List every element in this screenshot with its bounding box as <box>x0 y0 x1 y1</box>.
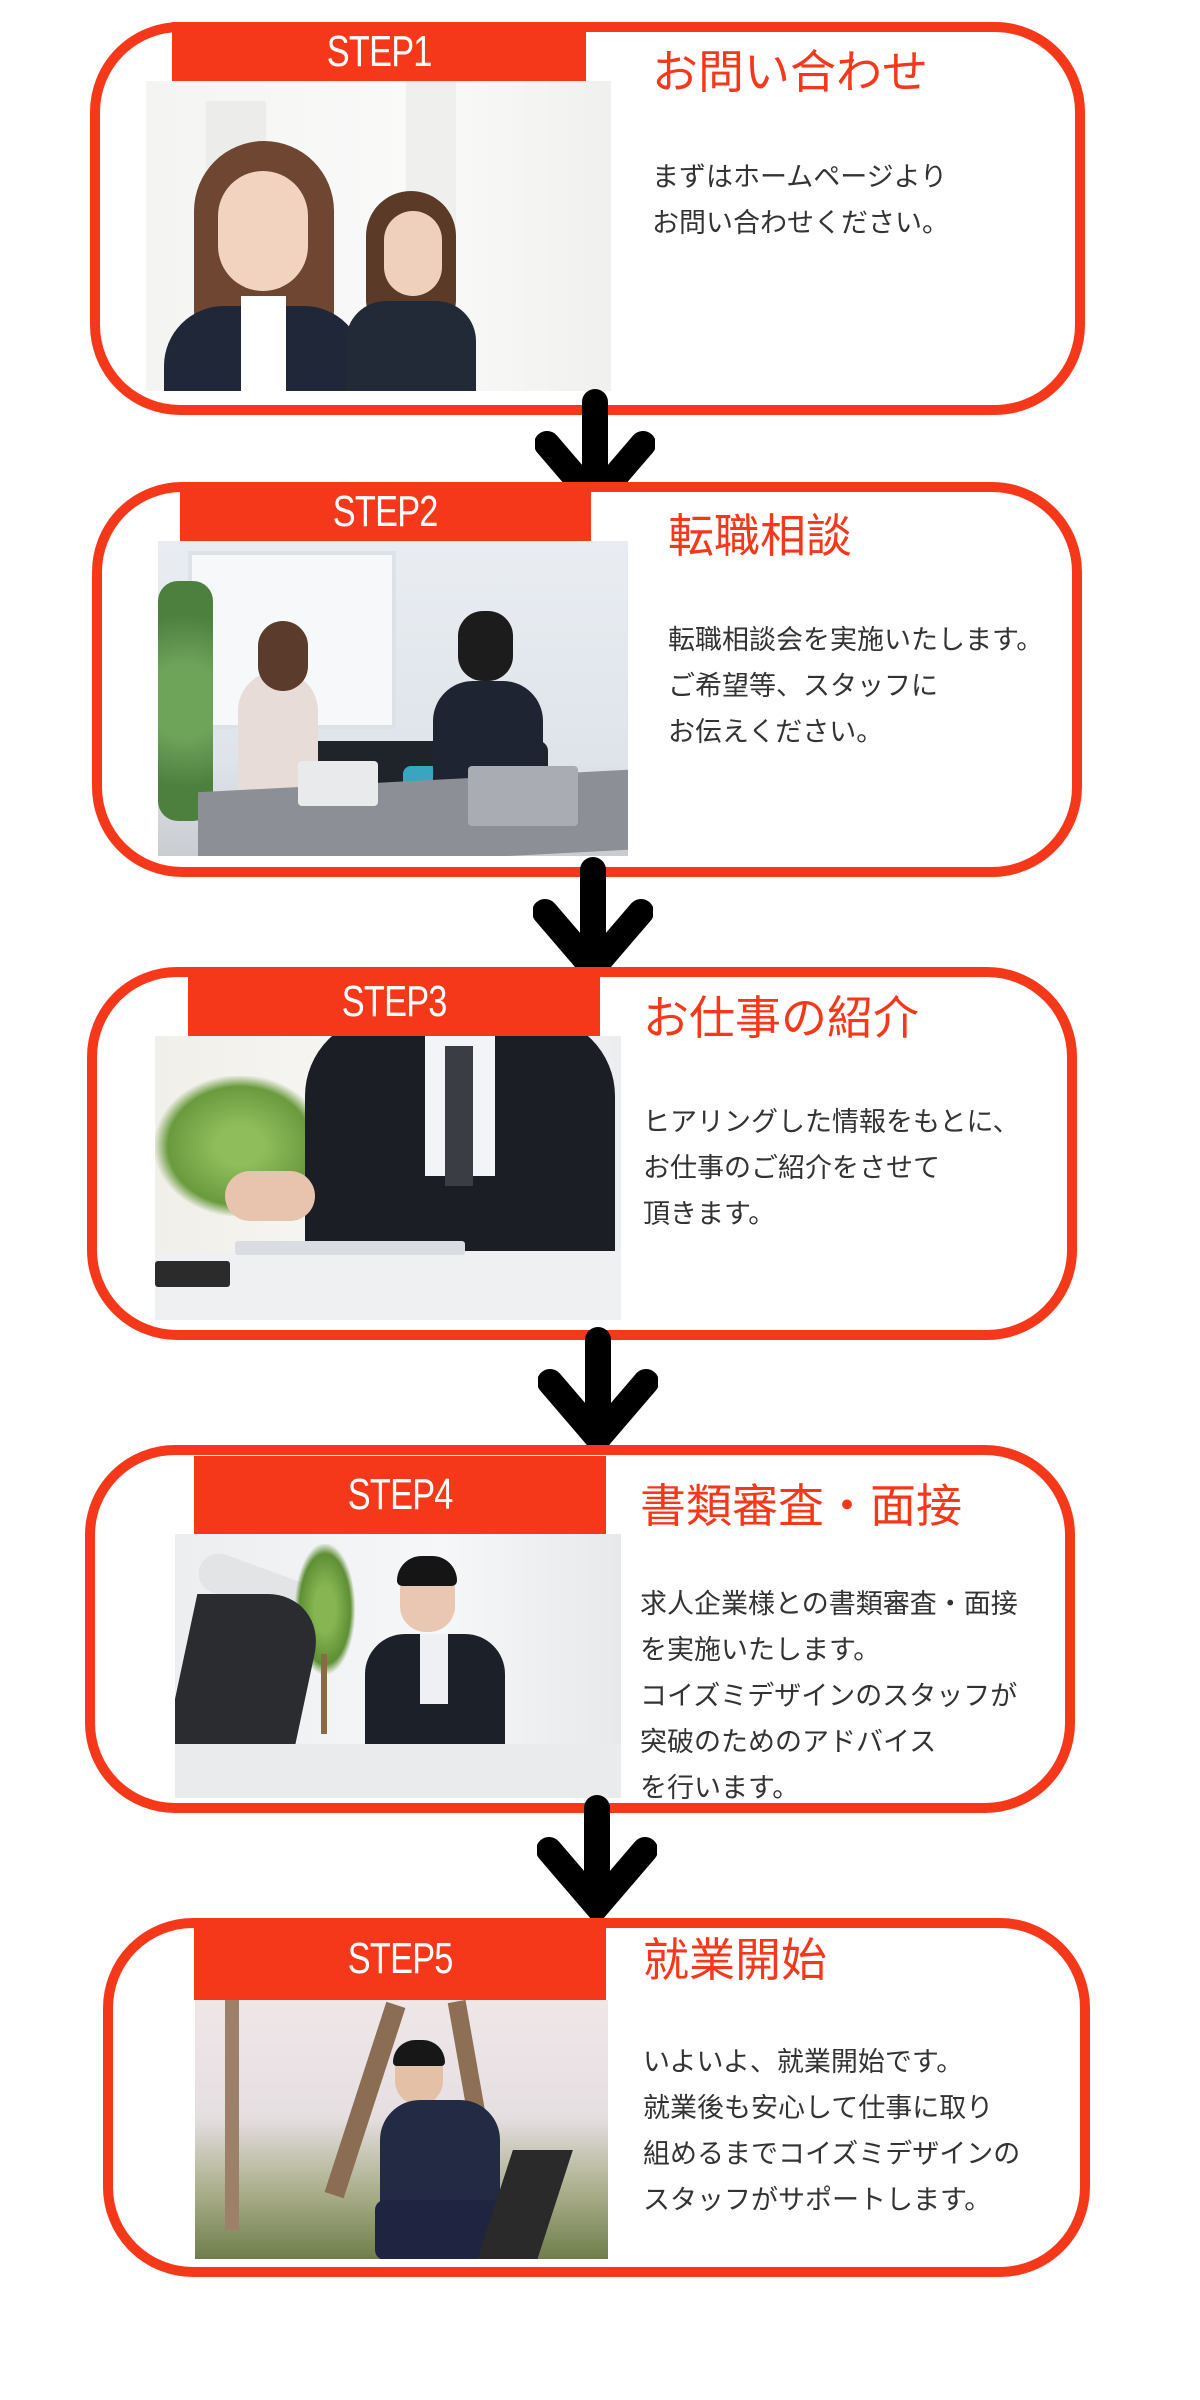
step-4-label: STEP4 <box>347 1470 454 1519</box>
step-2-photo <box>158 541 628 856</box>
step-3-photo <box>155 1036 621 1320</box>
step-1-photo <box>146 81 611 391</box>
step-4-photo <box>175 1534 621 1798</box>
step-5-title: 就業開始 <box>643 1933 827 1987</box>
step-2-label: STEP2 <box>333 486 439 536</box>
step-2-description: 転職相談会を実施いたします。 ご希望等、スタッフに お伝えください。 <box>668 625 1044 748</box>
step-5-label: STEP5 <box>347 1934 454 1983</box>
step-1-description: まずはホームページより お問い合わせください。 <box>652 162 949 239</box>
step-5-label-bar: STEP5 <box>194 1918 606 2000</box>
step-5-description: いよいよ、就業開始です。 就業後も安心して仕事に取り 組めるまでコイズミデザイン… <box>643 2047 1021 2216</box>
step-4-description: 求人企業様との書類審査・面接 を実施いたします。 コイズミデザインのスタッフが … <box>640 1589 1018 1804</box>
arrow-down-icon <box>537 1795 657 1924</box>
step-3-label-bar: STEP3 <box>188 967 600 1036</box>
step-3-description: ヒアリングした情報をもとに、 お仕事のご紹介をさせて 頂きます。 <box>643 1107 1020 1230</box>
step-1-label: STEP1 <box>326 26 433 76</box>
step-3-label: STEP3 <box>341 976 448 1026</box>
step-5-photo <box>195 2000 608 2259</box>
step-4-title: 書類審査・面接 <box>640 1479 962 1533</box>
step-1-label-bar: STEP1 <box>172 22 586 81</box>
step-3-title: お仕事の紹介 <box>643 991 919 1045</box>
step-4-label-bar: STEP4 <box>194 1456 606 1534</box>
step-2-label-bar: STEP2 <box>180 482 591 541</box>
arrow-down-icon <box>538 1327 658 1456</box>
step-1-title: お問い合わせ <box>652 45 928 99</box>
step-2-title: 転職相談 <box>668 509 852 563</box>
